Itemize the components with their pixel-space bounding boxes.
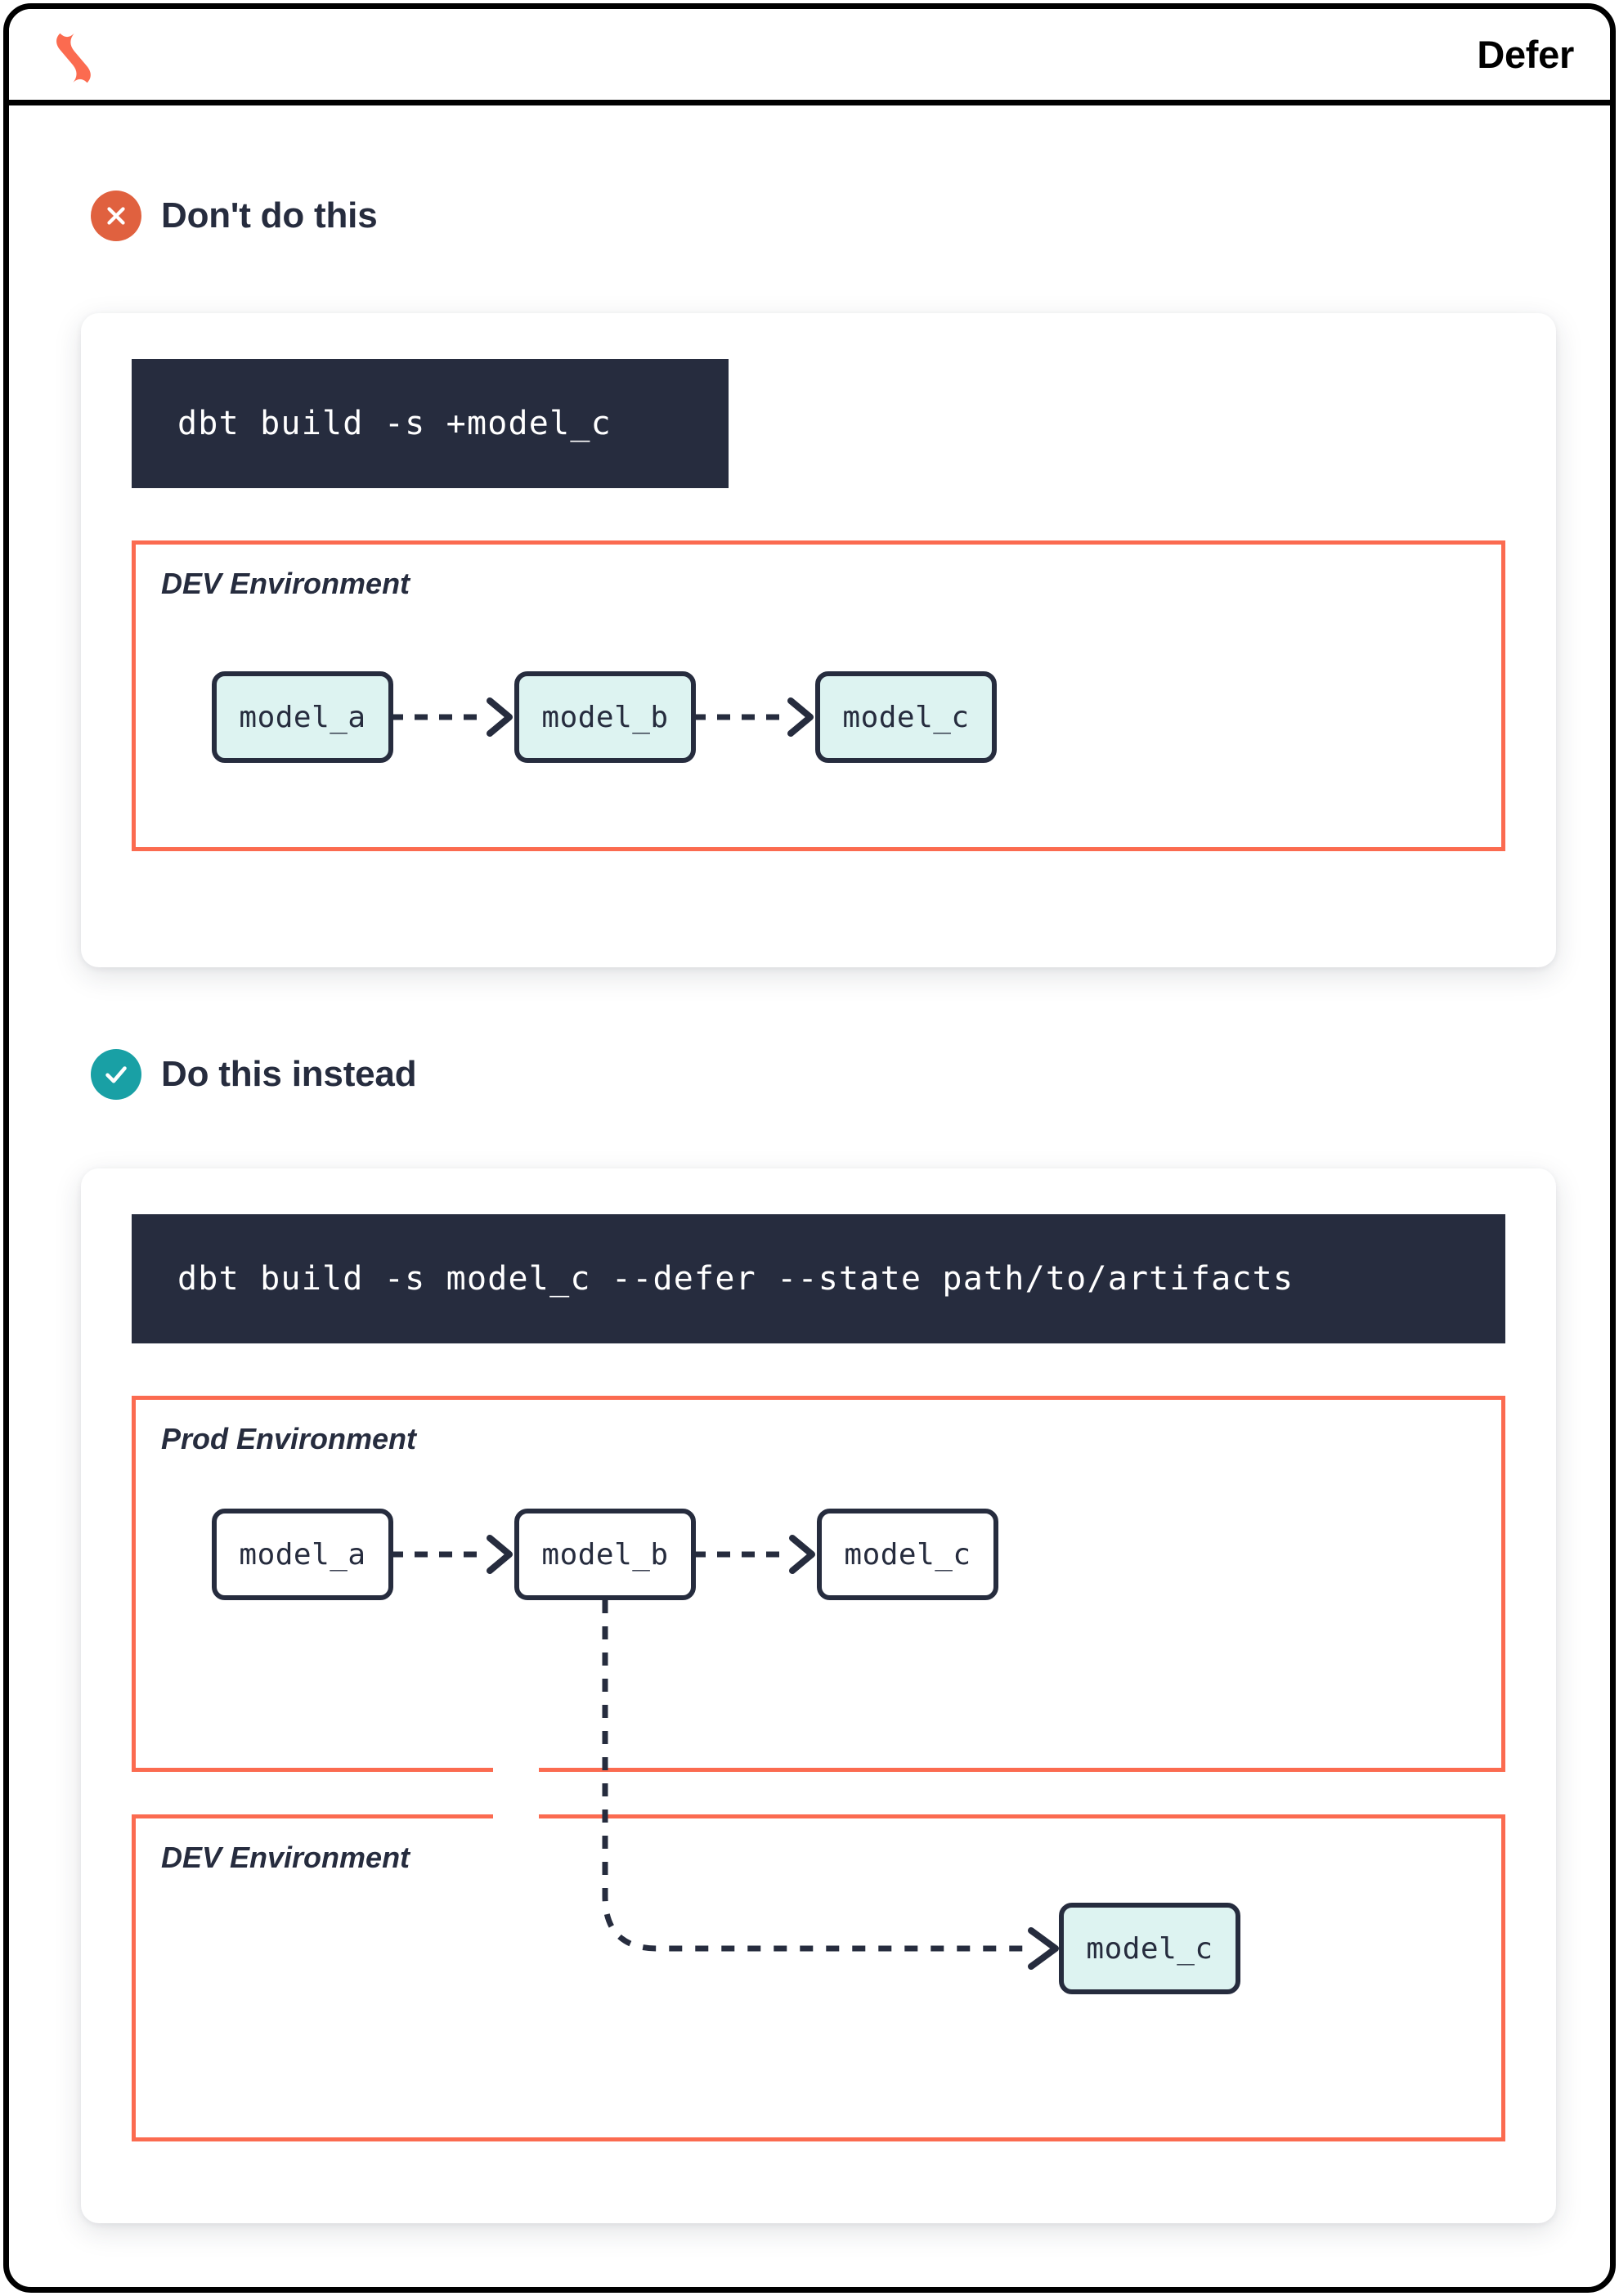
- section-title-do: Do this instead: [161, 1054, 417, 1094]
- node-model-b-dont[interactable]: model_b: [514, 671, 696, 763]
- env-label-dev-dont: DEV Environment: [161, 567, 410, 600]
- code-block-dont: dbt build -s +model_c: [132, 359, 729, 488]
- node-model-c-dev[interactable]: model_c: [1059, 1903, 1240, 1994]
- env-box-dev-do: [132, 1814, 1505, 2141]
- app-frame: Defer Don't do this dbt build -s +model_…: [3, 3, 1616, 2293]
- node-model-c-prod[interactable]: model_c: [817, 1509, 998, 1600]
- env-label-dev-do: DEV Environment: [161, 1841, 410, 1874]
- card-dont: dbt build -s +model_c DEV Environment mo…: [81, 313, 1556, 967]
- check-circle-icon: [91, 1049, 141, 1100]
- env-box-prod: [132, 1396, 1505, 1772]
- env-dev-top-right-segment: [539, 1814, 1505, 1818]
- env-box-dev-dont: [132, 540, 1505, 851]
- env-label-prod: Prod Environment: [161, 1422, 417, 1455]
- titlebar: Defer: [9, 9, 1610, 105]
- node-model-a-dont[interactable]: model_a: [212, 671, 393, 763]
- section-header-do: Do this instead: [91, 1049, 417, 1100]
- env-prod-bottom-left-segment: [132, 1768, 493, 1772]
- code-block-do: dbt build -s model_c --defer --state pat…: [132, 1214, 1505, 1343]
- section-header-dont: Don't do this: [91, 191, 378, 241]
- x-circle-icon: [91, 191, 141, 241]
- node-model-a-prod[interactable]: model_a: [212, 1509, 393, 1600]
- page-title: Defer: [1477, 33, 1574, 76]
- node-model-c-dont[interactable]: model_c: [815, 671, 997, 763]
- dbt-logo-icon: [48, 27, 107, 89]
- env-dev-top-left-segment: [132, 1814, 493, 1818]
- node-model-b-prod[interactable]: model_b: [514, 1509, 696, 1600]
- section-title-dont: Don't do this: [161, 195, 378, 235]
- card-do: dbt build -s model_c --defer --state pat…: [81, 1168, 1556, 2223]
- env-prod-bottom-right-segment: [539, 1768, 1505, 1772]
